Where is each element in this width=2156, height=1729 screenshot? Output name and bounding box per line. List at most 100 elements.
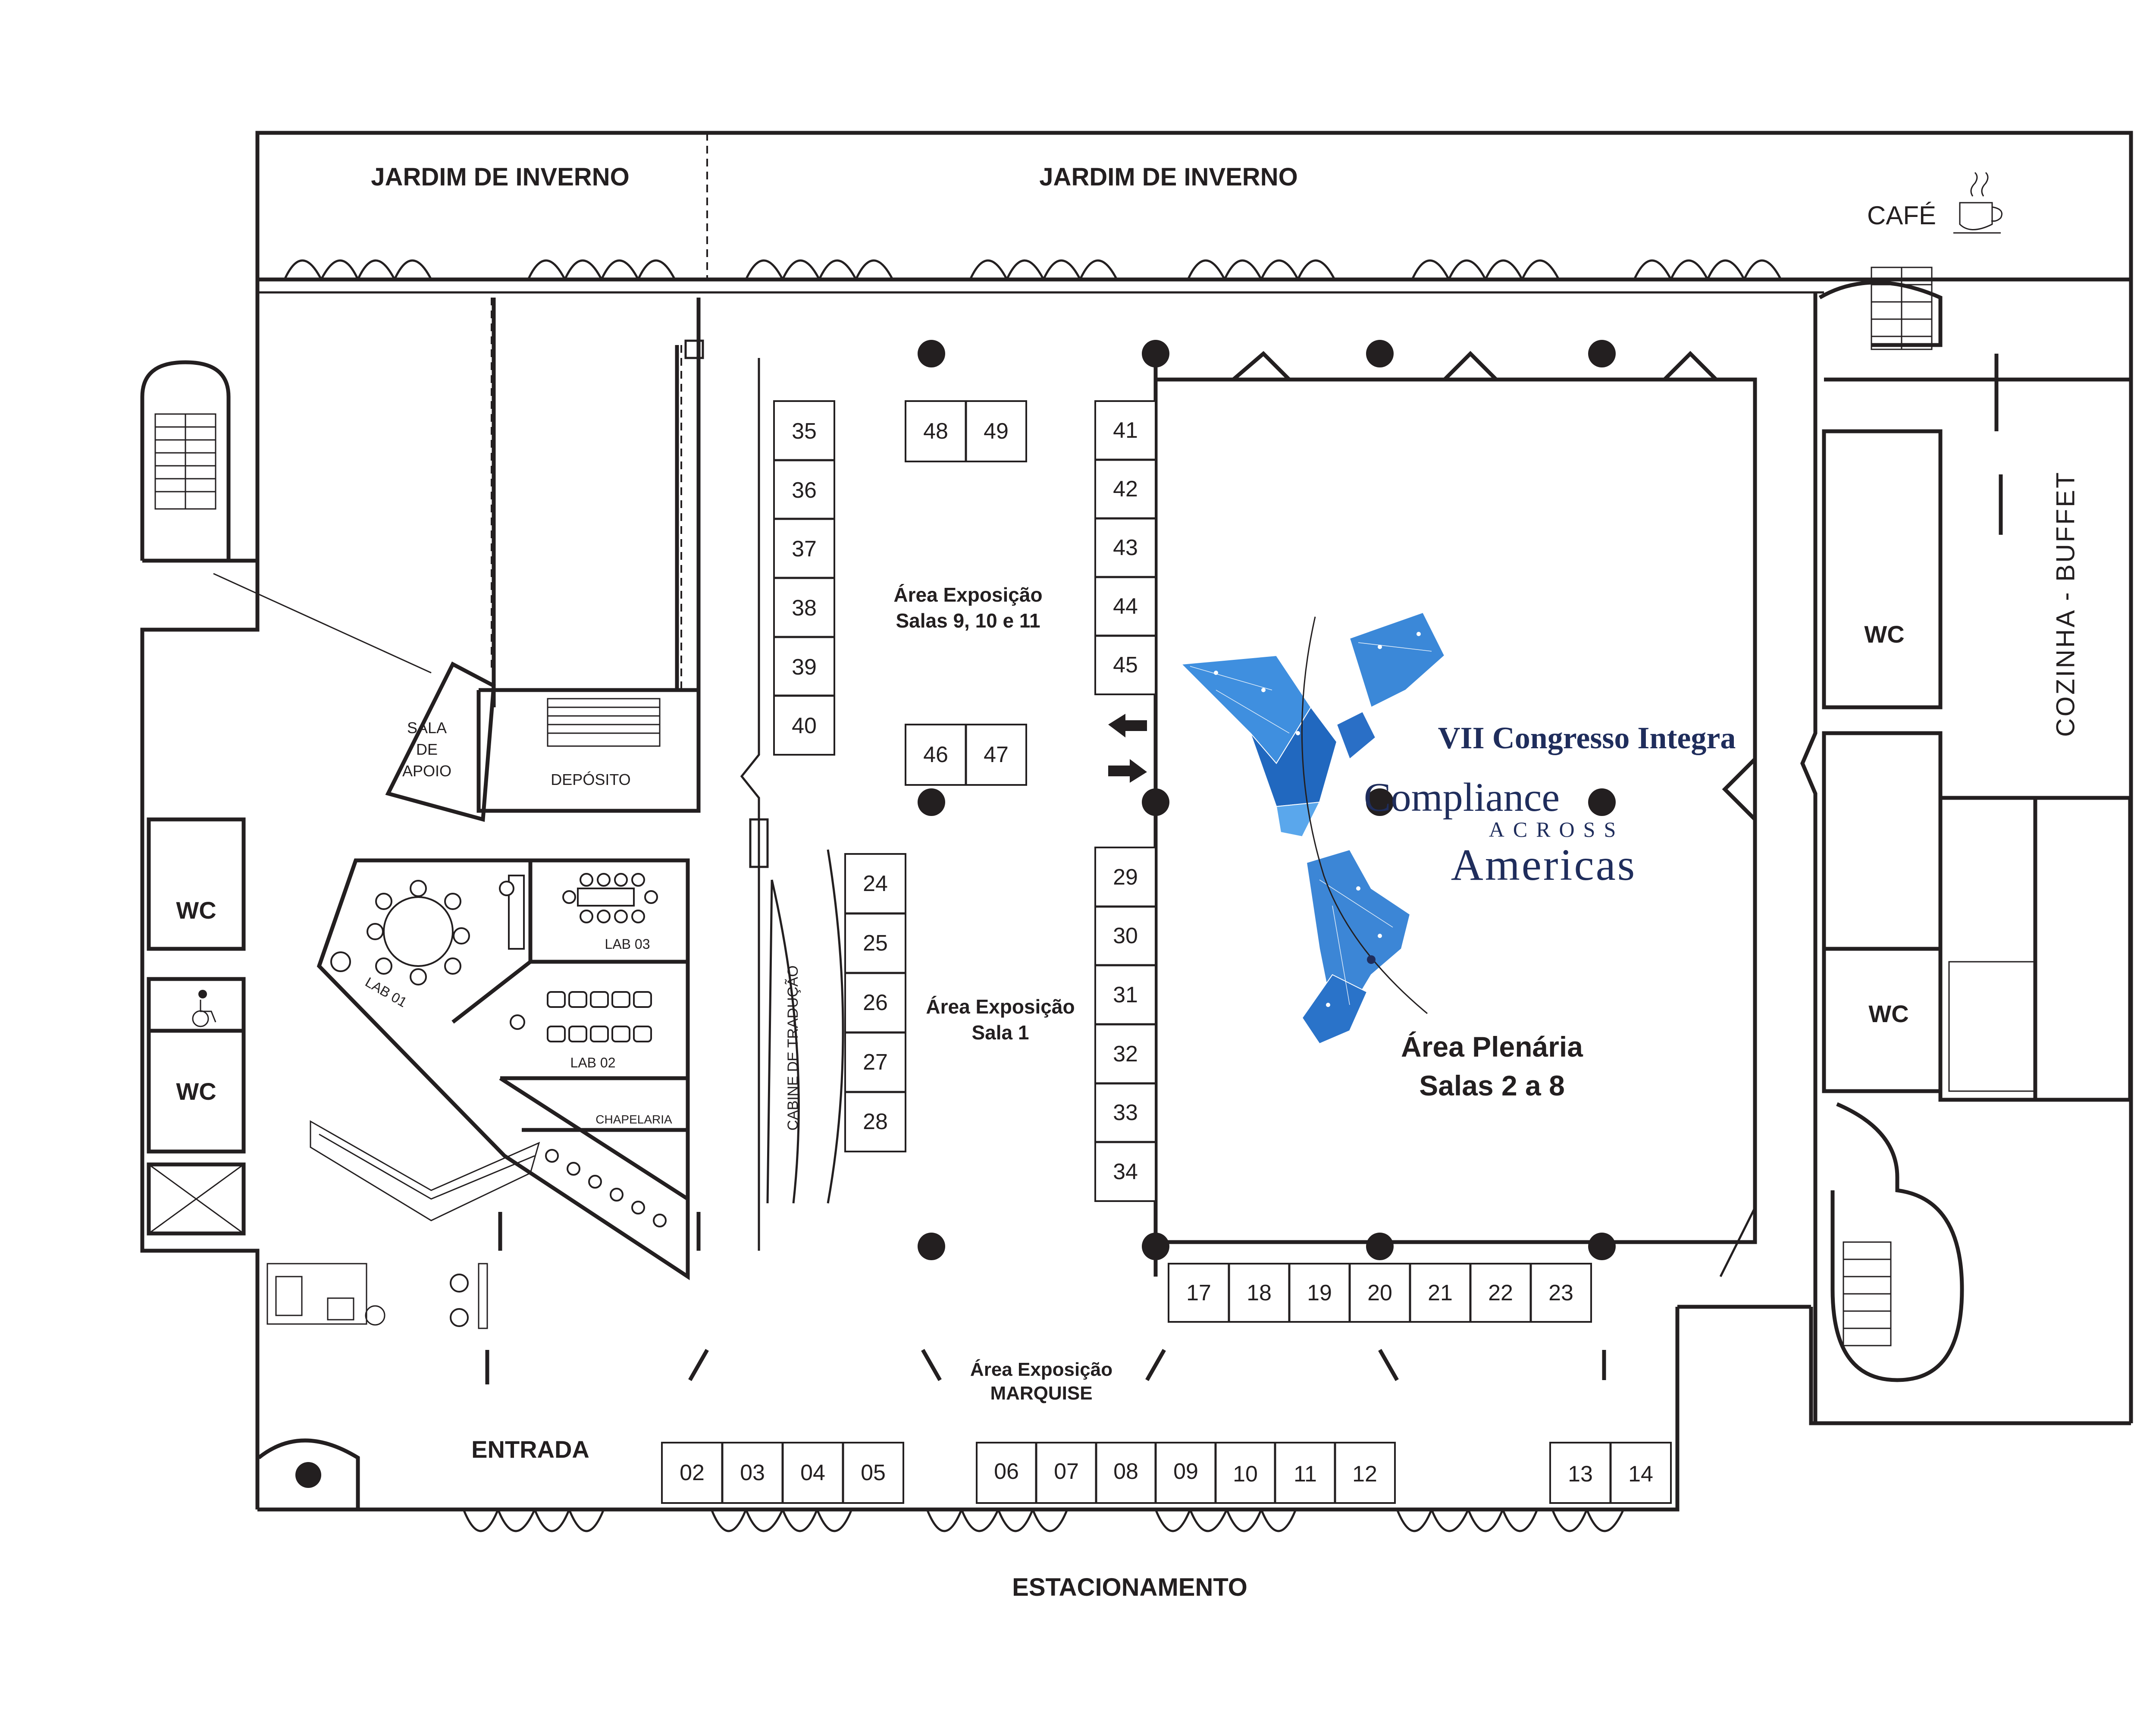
booth-39[interactable]: 39 (792, 655, 817, 680)
booth-48[interactable]: 48 (923, 419, 948, 444)
booth-pair-48-49: 48 49 (905, 400, 1027, 462)
logo-line1: VII Congresso Integra (1438, 721, 1736, 755)
columns (918, 340, 1616, 1260)
booth-40[interactable]: 40 (792, 713, 817, 738)
kitchen-label: COZINHA - BUFFET (2051, 471, 2080, 737)
expo-marquise-subtitle: MARQUISE (990, 1383, 1092, 1404)
garden-label-left: JARDIM DE INVERNO (371, 163, 629, 191)
reception-furniture (266, 1212, 701, 1384)
booth-29[interactable]: 29 (1113, 865, 1138, 890)
garden-label-right: JARDIM DE INVERNO (1039, 163, 1297, 191)
booth-14[interactable]: 14 (1628, 1462, 1653, 1487)
booth-row-17-23: 17 18 19 20 21 22 23 (1168, 1263, 1592, 1323)
expo-marquise-title: Área Exposição (970, 1359, 1112, 1380)
support-room-label-3: APOIO (402, 762, 451, 780)
wc-label-left-2: WC (176, 1078, 216, 1105)
lab02-label: LAB 02 (570, 1055, 616, 1070)
direction-arrow-icon (1108, 714, 1147, 783)
booth-46[interactable]: 46 (923, 742, 948, 767)
booth-43[interactable]: 43 (1113, 535, 1138, 560)
left-wc-blocks: WC WC (147, 817, 246, 1236)
booth-18[interactable]: 18 (1247, 1280, 1272, 1305)
booth-42[interactable]: 42 (1113, 477, 1138, 502)
booth-19[interactable]: 19 (1307, 1280, 1332, 1305)
logo-line2: Compliance (1364, 775, 1560, 820)
translation-booth-label: CABINE DE TRADUÇÃO (785, 966, 801, 1131)
booth-02[interactable]: 02 (680, 1460, 705, 1485)
entrance-label: ENTRADA (471, 1436, 589, 1463)
expo-sala1-title: Área Exposição (926, 995, 1075, 1018)
cafe-label: CAFÉ (1867, 201, 1936, 230)
booth-34[interactable]: 34 (1113, 1159, 1138, 1184)
booth-20[interactable]: 20 (1367, 1280, 1392, 1305)
wc-label-right-2: WC (1868, 1000, 1908, 1027)
parking-label: ESTACIONAMENTO (1012, 1573, 1247, 1601)
booth-41[interactable]: 41 (1113, 418, 1138, 443)
expo-hall-walls: CABINE DE TRADUÇÃO (740, 358, 844, 1251)
lab03-label: LAB 03 (605, 936, 650, 952)
support-room-label-2: DE (416, 741, 438, 758)
labs: LAB 03 LAB 02 CHAPELARIA LAB 01 (310, 858, 690, 1280)
marquise-dividers (688, 1349, 1606, 1381)
booth-49[interactable]: 49 (984, 419, 1009, 444)
booth-10[interactable]: 10 (1233, 1462, 1258, 1487)
booth-23[interactable]: 23 (1548, 1280, 1573, 1305)
booth-30[interactable]: 30 (1113, 923, 1138, 948)
booth-28[interactable]: 28 (863, 1109, 888, 1134)
booth-37[interactable]: 37 (792, 537, 817, 562)
booth-04[interactable]: 04 (800, 1460, 825, 1485)
area-labels: Área Exposição Salas 9, 10 e 11 Área Exp… (893, 584, 1583, 1404)
right-service-area: WC WC COZINHA - BUFFET (1818, 267, 2132, 1382)
expo-sala1-subtitle: Sala 1 (972, 1021, 1029, 1044)
booth-column-41-45: 41 42 43 44 45 (1094, 400, 1156, 695)
booth-27[interactable]: 27 (863, 1050, 888, 1075)
booth-row-02-05: 02 03 04 05 (661, 1442, 904, 1504)
storage-label: DEPÓSITO (551, 771, 630, 788)
lab01-label: LAB 01 (363, 974, 410, 1010)
americas-polygon-graphic (1180, 612, 1445, 1045)
booth-column-29-34: 29 30 31 32 33 34 (1094, 847, 1156, 1202)
booth-column-24-28: 24 25 26 27 28 (844, 853, 906, 1152)
booth-35[interactable]: 35 (792, 419, 817, 444)
booth-row-06-12: 06 07 08 09 10 11 12 (976, 1442, 1396, 1504)
entrance-door: ENTRADA (257, 1436, 589, 1509)
booth-08[interactable]: 08 (1113, 1459, 1138, 1484)
coffee-cup-icon (1953, 172, 2002, 234)
booth-12[interactable]: 12 (1352, 1462, 1377, 1487)
booth-17[interactable]: 17 (1186, 1280, 1211, 1305)
booth-13[interactable]: 13 (1568, 1462, 1593, 1487)
booth-21[interactable]: 21 (1428, 1280, 1453, 1305)
booth-38[interactable]: 38 (792, 596, 817, 621)
left-interior-walls: SALA DE APOIO DEPÓSITO (213, 298, 704, 822)
booth-36[interactable]: 36 (792, 478, 817, 503)
logo-line3: ACROSS (1489, 817, 1625, 841)
booth-25[interactable]: 25 (863, 931, 888, 956)
booth-45[interactable]: 45 (1113, 653, 1138, 678)
booth-24[interactable]: 24 (863, 871, 888, 896)
cloakroom-label: CHAPELARIA (595, 1113, 672, 1126)
booth-33[interactable]: 33 (1113, 1100, 1138, 1125)
plenary-subtitle: Salas 2 a 8 (1419, 1070, 1565, 1101)
garden-doors (283, 259, 1782, 280)
wc-label-left-1: WC (176, 897, 216, 924)
booth-09[interactable]: 09 (1173, 1459, 1198, 1484)
booth-32[interactable]: 32 (1113, 1042, 1138, 1067)
booth-06[interactable]: 06 (994, 1459, 1019, 1484)
booth-26[interactable]: 26 (863, 990, 888, 1015)
booth-22[interactable]: 22 (1488, 1280, 1513, 1305)
wc-label-right-1: WC (1864, 621, 1904, 648)
booth-31[interactable]: 31 (1113, 982, 1138, 1007)
booth-07[interactable]: 07 (1054, 1459, 1079, 1484)
booth-05[interactable]: 05 (861, 1460, 886, 1485)
booth-11[interactable]: 11 (1294, 1462, 1317, 1487)
support-room-label-1: SALA (407, 719, 447, 737)
expo-upper-subtitle: Salas 9, 10 e 11 (896, 609, 1040, 632)
plenary-title: Área Plenária (1401, 1031, 1583, 1063)
booth-47[interactable]: 47 (984, 742, 1009, 767)
booth-44[interactable]: 44 (1113, 594, 1138, 619)
booth-column-35-40: 35 36 37 38 39 40 (773, 400, 835, 756)
booth-03[interactable]: 03 (740, 1460, 765, 1485)
logo-line4: Americas (1451, 840, 1636, 890)
booth-pair-46-47: 46 47 (905, 724, 1027, 786)
